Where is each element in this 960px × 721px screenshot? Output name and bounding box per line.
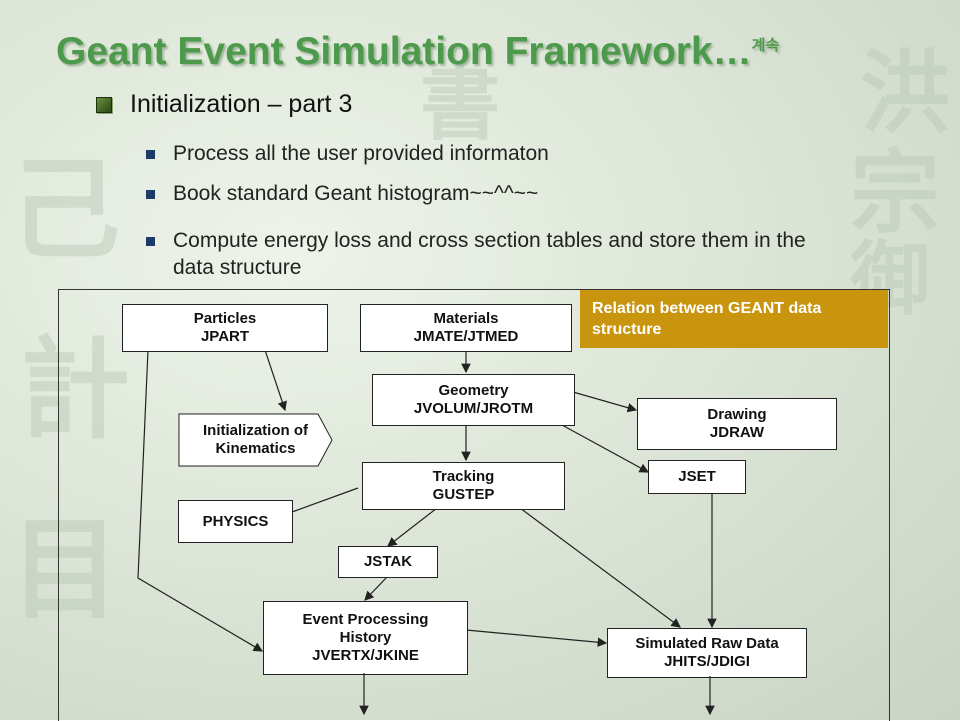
- bullet-item: Compute energy loss and cross section ta…: [146, 227, 833, 281]
- init-kinematics-label-2: Kinematics: [215, 440, 296, 457]
- geometry-code: JVOLUM/JROTM: [413, 400, 534, 417]
- level1-text: Initialization – part 3: [130, 90, 353, 118]
- level1-bullet: Initialization – part 3: [96, 90, 352, 119]
- bullet-icon: [146, 237, 155, 246]
- arrow-geometry-jset: [561, 424, 650, 473]
- bullet-icon: [146, 190, 155, 199]
- raw-data-code: JHITS/JDIGI: [664, 653, 750, 670]
- arrow-particles-event: [137, 349, 264, 652]
- bullet-text: Process all the user provided informaton: [173, 142, 549, 165]
- arrow-geometry-drawing: [572, 391, 638, 413]
- bullet-item: Book standard Geant histogram~~^^~~: [146, 180, 833, 207]
- bullet-text: Compute energy loss and cross section ta…: [173, 229, 806, 279]
- bullet-text: Book standard Geant histogram~~^^~~: [173, 182, 539, 205]
- slide-title: Geant Event Simulation Framework…계속: [56, 30, 779, 74]
- drawing-box: Drawing JDRAW: [637, 398, 837, 450]
- line-tracking-physics: [291, 487, 359, 513]
- bullet-icon: [146, 150, 155, 159]
- jstak-box: JSTAK: [338, 546, 438, 578]
- jset-box: JSET: [648, 460, 746, 494]
- event-processing-label: Event Processing: [302, 611, 429, 628]
- init-kinematics-label: Initialization of: [203, 422, 308, 439]
- raw-data-box: Simulated Raw Data JHITS/JDIGI: [607, 628, 807, 678]
- drawing-code: JDRAW: [709, 424, 765, 441]
- materials-code: JMATE/JTMED: [413, 328, 519, 345]
- particles-label: Particles: [193, 310, 257, 327]
- geometry-box: Geometry JVOLUM/JROTM: [372, 374, 575, 426]
- jstak-label: JSTAK: [363, 553, 413, 570]
- tracking-label: Tracking: [432, 468, 495, 485]
- arrow-event-raw: [465, 629, 608, 648]
- arrow-jstak-event: [364, 575, 389, 601]
- init-kinematics-box: Initialization of Kinematics: [178, 413, 333, 467]
- arrow-particles-init: [264, 349, 287, 412]
- event-code: JVERTX/JKINE: [312, 647, 419, 664]
- slide-title-suffix: 계속: [751, 37, 780, 54]
- bullet-item: Process all the user provided informaton: [146, 140, 833, 167]
- particles-code: JPART: [200, 328, 250, 345]
- jset-label: JSET: [678, 468, 716, 485]
- physics-label: PHYSICS: [202, 512, 269, 530]
- materials-label: Materials: [433, 310, 499, 327]
- relation-label: Relation between GEANT data structure: [580, 290, 888, 348]
- event-processing-box: Event Processing History JVERTX/JKINE: [263, 601, 468, 675]
- tracking-code: GUSTEP: [432, 486, 495, 503]
- particles-box: Particles JPART: [122, 304, 328, 352]
- diagram-frame: [58, 289, 890, 721]
- bullet-square-icon: [96, 96, 112, 113]
- event-history-label: History: [339, 629, 392, 646]
- init-kinematics-shape: [178, 413, 333, 467]
- materials-box: Materials JMATE/JTMED: [360, 304, 572, 352]
- tracking-box: Tracking GUSTEP: [362, 462, 565, 510]
- arrow-tracking-jstak: [387, 507, 438, 547]
- geometry-label: Geometry: [438, 382, 509, 399]
- arrow-tracking-raw: [519, 507, 681, 628]
- drawing-label: Drawing: [707, 406, 767, 423]
- physics-box: PHYSICS: [178, 500, 293, 543]
- slide-title-text: Geant Event Simulation Framework…: [56, 30, 752, 73]
- raw-data-label: Simulated Raw Data: [635, 635, 779, 652]
